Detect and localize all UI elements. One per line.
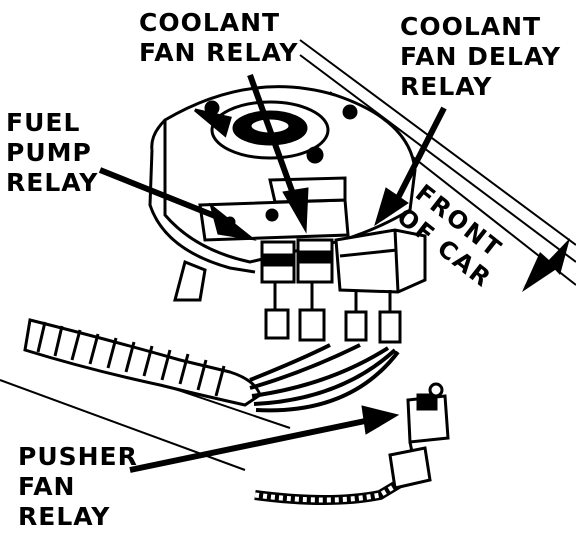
label-line: RELAY [400,72,493,101]
coolant-fan-relay-body [296,238,334,284]
relay-connectors [264,282,402,344]
label-line: COOLANT [139,8,281,37]
label-line: FAN DELAY [400,42,562,71]
label-fuel-pump-relay: FUEL PUMP RELAY [6,108,98,198]
coolant-fan-delay-relay-body [334,228,427,294]
pusher-fan-relay-body [388,382,450,490]
label-line: PUMP [6,138,92,167]
label-line: RELAY [18,502,111,531]
fuel-pump-relay-body [260,240,296,284]
wiring-harness [23,318,408,505]
label-line: PUSHER [18,442,138,471]
label-line: RELAY [6,168,99,197]
label-coolant-fan-relay: COOLANT FAN RELAY [139,8,299,68]
label-coolant-fan-delay-relay: COOLANT FAN DELAY RELAY [400,12,561,102]
label-line: FAN RELAY [139,38,299,67]
label-pusher-fan-relay: PUSHER FAN RELAY [18,442,138,532]
leader-arrows [98,73,447,473]
label-line: FUEL [6,108,81,137]
label-line: COOLANT [400,12,542,41]
label-line: FAN [18,472,76,501]
